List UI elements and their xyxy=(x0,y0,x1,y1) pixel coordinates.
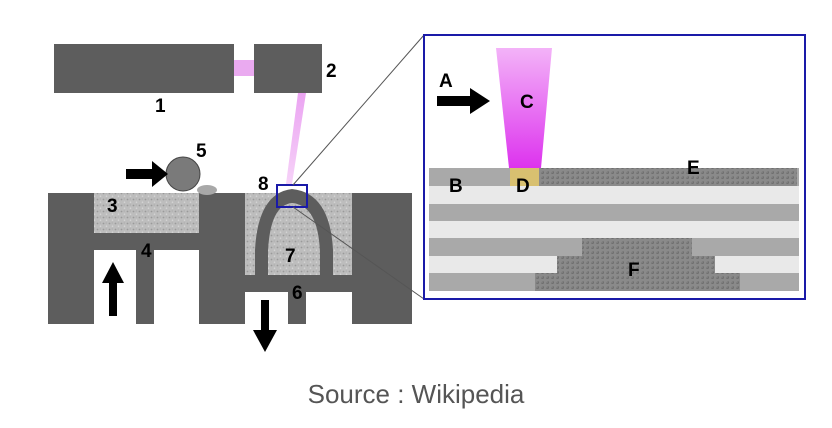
delivery-piston-rod xyxy=(136,250,154,324)
label-4: 4 xyxy=(141,241,152,262)
scanner-unit xyxy=(254,44,322,93)
melt-pool xyxy=(510,168,539,186)
label-6: 6 xyxy=(292,283,303,304)
label-a: A xyxy=(439,71,453,92)
label-7: 7 xyxy=(285,246,296,267)
solid-part-row-2 xyxy=(557,256,715,273)
fabrication-piston-rod xyxy=(288,292,306,324)
label-e: E xyxy=(687,158,700,179)
inset-scan-arrow xyxy=(437,88,490,114)
powder-supply xyxy=(94,193,199,233)
fabrication-piston-plate xyxy=(245,275,352,292)
roller xyxy=(165,156,201,192)
zoom-selection-box xyxy=(276,184,308,208)
label-d: D xyxy=(516,176,530,197)
laser-beam-to-bed xyxy=(286,93,306,184)
label-c: C xyxy=(520,92,534,113)
laser-unit xyxy=(54,44,234,93)
label-b: B xyxy=(449,176,463,197)
label-1: 1 xyxy=(155,96,166,117)
roller-direction-arrow xyxy=(126,161,168,187)
solid-part-row-1 xyxy=(582,238,692,256)
label-f: F xyxy=(628,260,640,281)
inset-laser-beam xyxy=(496,48,552,168)
left-outer-wall xyxy=(48,193,94,324)
laser-beam-horizontal xyxy=(234,60,254,76)
roller-powder-pile xyxy=(197,185,217,195)
down-arrow-icon xyxy=(253,300,277,352)
powder-layer-4 xyxy=(429,221,799,238)
solidified-layer-top xyxy=(539,168,797,186)
zoom-connector-bottom xyxy=(292,206,425,300)
powder-layer-3 xyxy=(429,204,799,221)
right-outer-wall xyxy=(352,193,412,324)
delivery-piston-plate xyxy=(94,233,199,250)
fabricated-object xyxy=(255,189,333,275)
label-8: 8 xyxy=(258,174,269,195)
zoom-connector-top xyxy=(292,34,425,186)
label-3: 3 xyxy=(107,196,118,217)
solid-part-row-3 xyxy=(535,273,740,291)
up-arrow-icon xyxy=(102,262,124,316)
center-wall xyxy=(199,193,245,324)
label-2: 2 xyxy=(326,61,337,82)
source-caption: Source : Wikipedia xyxy=(308,379,525,409)
label-5: 5 xyxy=(196,141,207,162)
powder-layer-2 xyxy=(429,186,799,204)
